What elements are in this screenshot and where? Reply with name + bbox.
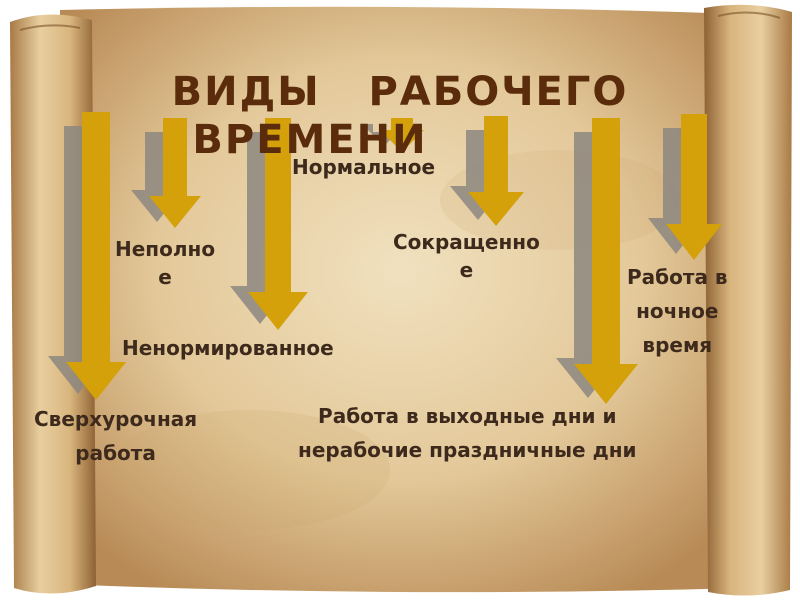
label-night-line-3: время	[642, 333, 713, 357]
label-night: Работа в ночное время	[627, 260, 728, 362]
arrow-overtime	[66, 112, 126, 400]
label-reduced: Сокращенно е	[393, 225, 540, 281]
label-incomplete: Неполно е	[115, 232, 215, 288]
label-overtime: Сверхурочная работа	[34, 402, 197, 470]
label-weekend-line-1: Работа в выходные дни и	[318, 404, 617, 428]
arrow-night	[666, 114, 722, 260]
slide-title-line-1: ВИДЫ РАБОЧЕГО	[171, 69, 629, 115]
arrow-overtime-shadow	[48, 126, 108, 394]
arrow-reduced	[468, 116, 524, 226]
label-incomplete-line-2: е	[158, 265, 172, 289]
label-night-line-2: ночное	[636, 299, 719, 323]
arrow-incomplete	[149, 118, 201, 228]
label-night-line-1: Работа в	[627, 265, 728, 289]
arrow-irregular-shadow	[230, 132, 290, 324]
label-normal: Нормальное	[292, 155, 436, 179]
slide-title-line-2: ВРЕМЕНИ	[192, 117, 428, 163]
arrow-weekend-shadow	[556, 132, 620, 398]
arrow-weekend	[574, 118, 638, 404]
label-incomplete-line-1: Неполно	[115, 237, 216, 261]
label-weekend-line-2: нерабочие праздничные дни	[298, 438, 637, 462]
label-reduced-line-2: е	[459, 258, 474, 282]
arrow-irregular	[248, 118, 308, 330]
label-irregular: Ненормированное	[122, 336, 334, 360]
label-reduced-line-1: Сокращенно	[393, 230, 540, 254]
label-overtime-line-2: работа	[75, 441, 156, 465]
label-weekend: Работа в выходные дни и нерабочие праздн…	[298, 399, 637, 467]
arrow-normal	[380, 118, 424, 152]
label-overtime-line-1: Сверхурочная	[34, 407, 198, 431]
